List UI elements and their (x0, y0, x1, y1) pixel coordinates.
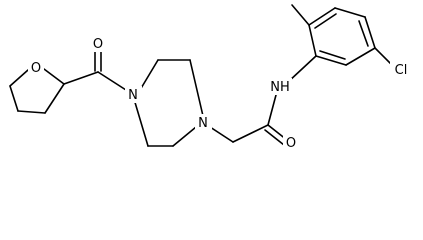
bond-ch2-to-amide-c (232, 124, 269, 143)
bond-methyl (291, 4, 310, 26)
bond-ar-inner-1 (314, 13, 337, 29)
atom-nh-amide: NH (268, 78, 292, 95)
atom-o-amide: O (283, 134, 299, 151)
bond-thf-o-c5 (9, 69, 29, 87)
atom-cl-label: Cl (395, 63, 408, 78)
atom-cl: Cl (390, 61, 412, 78)
chemical-structure-drawing: O O N N NH O Cl (9, 4, 412, 151)
atom-n-piperazine-bottom-label: N (198, 116, 208, 131)
bond-nh-to-aryl (287, 55, 317, 83)
bond-pip-c-n1 (133, 98, 149, 147)
bond-thf-c4-c3 (17, 110, 46, 114)
atom-labels: O O N N NH O Cl (28, 35, 412, 151)
atom-n-piperazine-top: N (125, 86, 142, 103)
bond-thf-to-carbonyl (63, 71, 99, 85)
atom-o-amide-label: O (286, 136, 296, 151)
atom-n-piperazine-top-label: N (128, 88, 138, 103)
bond-carbonyl-to-n (97, 71, 127, 91)
bond-ar-c1-c2 (308, 24, 317, 57)
bonds (9, 4, 394, 147)
bond-ar-c2-c3 (308, 7, 336, 26)
bond-ar-inner-3 (319, 50, 346, 60)
bond-ar-c3-c4 (334, 7, 366, 18)
bond-thf-c2-o (43, 68, 65, 85)
atom-nh-amide-label: NH (270, 80, 290, 95)
bond-pip-c-n4 (189, 59, 204, 117)
atom-o-ring-label: O (31, 61, 41, 76)
bond-thf-c5-c4 (9, 85, 19, 112)
atom-o-ketone-label: O (93, 37, 103, 52)
bond-amide-c-to-nh (267, 94, 277, 126)
bond-pip-n4-c (172, 126, 197, 147)
bond-ar-inner-2 (358, 20, 369, 47)
bond-ar-c4-c5 (364, 16, 376, 49)
atom-n-piperazine-bottom: N (195, 114, 212, 131)
bond-ar-c5-c6 (345, 47, 376, 66)
bond-n-to-ch2 (209, 126, 234, 143)
atom-o-ring: O (28, 59, 44, 76)
bond-thf-c3-c2 (44, 83, 65, 114)
atom-o-ketone: O (90, 35, 106, 52)
bond-amide-co-2 (264, 129, 285, 146)
bond-pip-n1-c (139, 59, 159, 91)
bond-ar-c6-c1 (315, 55, 347, 66)
